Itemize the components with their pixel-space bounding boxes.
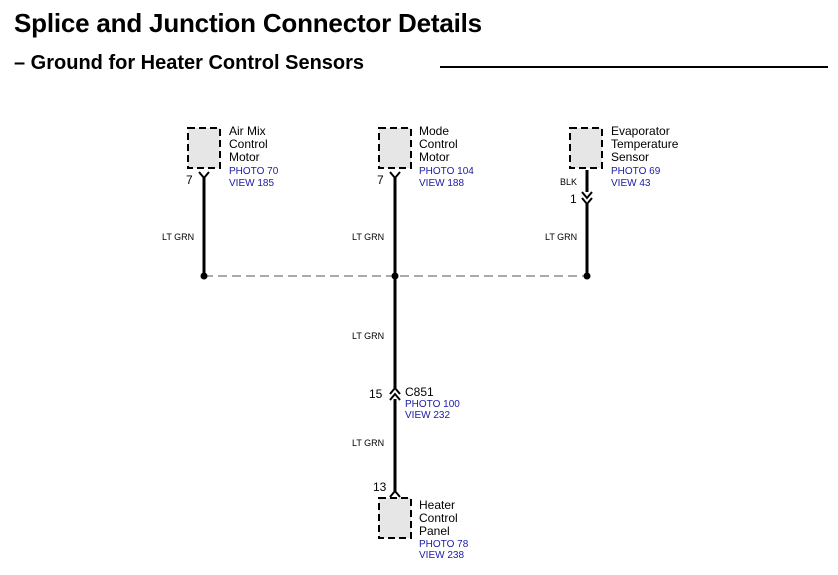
heater-panel-name-line-2: Control (419, 511, 458, 525)
evaporator-name-line-3: Sensor (611, 150, 650, 164)
heater-panel-photo-ref[interactable]: PHOTO 78 (419, 539, 469, 550)
c851-name: C851 (405, 385, 434, 399)
mode-connector-box (378, 127, 412, 169)
heater-panel-name: Heater Control Panel (419, 499, 458, 538)
mode-photo-ref[interactable]: PHOTO 104 (419, 166, 474, 177)
air-mix-name-line-1: Air Mix (229, 124, 266, 138)
c851-pin-number: 15 (369, 387, 383, 401)
heater-panel-view-ref[interactable]: VIEW 238 (419, 550, 465, 561)
mode-name-line-2: Control (419, 137, 458, 151)
splice-point-evaporator (583, 272, 591, 280)
splice-point-mode (391, 272, 399, 280)
evaporator-view-ref[interactable]: VIEW 43 (611, 178, 651, 189)
heater-panel-connector-box (378, 497, 412, 539)
c851-photo-ref[interactable]: PHOTO 100 (405, 399, 460, 410)
heater-panel-pin-number: 13 (373, 480, 387, 494)
page-subtitle: – Ground for Heater Control Sensors (14, 52, 365, 74)
evaporator-name-line-2: Temperature (611, 137, 679, 151)
air-mix-wire-color: LT GRN (162, 232, 195, 242)
air-mix-connector-box (187, 127, 221, 169)
air-mix-photo-ref[interactable]: PHOTO 70 (229, 166, 279, 177)
air-mix-name-line-2: Control (229, 137, 268, 151)
trunk-upper-wire-color: LT GRN (352, 331, 385, 341)
c851-pin-terminal (389, 386, 401, 401)
evaporator-wire-color: LT GRN (545, 232, 578, 242)
heater-panel-name-line-1: Heater (419, 498, 456, 512)
mode-name-line-3: Motor (419, 150, 450, 164)
heater-panel-name-line-3: Panel (419, 524, 450, 538)
header-rule (440, 66, 828, 68)
air-mix-name: Air Mix Control Motor (229, 125, 268, 164)
air-mix-name-line-3: Motor (229, 150, 260, 164)
air-mix-pin-number: 7 (186, 173, 193, 187)
splice-point-air-mix (200, 272, 208, 280)
c851-view-ref[interactable]: VIEW 232 (405, 410, 451, 421)
evaporator-pin-terminal (581, 191, 593, 206)
mode-name: Mode Control Motor (419, 125, 458, 164)
mode-pin-number: 7 (377, 173, 384, 187)
page-title: Splice and Junction Connector Details (14, 8, 482, 38)
mode-wire-color: LT GRN (352, 232, 385, 242)
evaporator-name-line-1: Evaporator (611, 124, 670, 138)
air-mix-view-ref[interactable]: VIEW 185 (229, 178, 275, 189)
evaporator-pin-number: 1 (570, 192, 577, 206)
mode-view-ref[interactable]: VIEW 188 (419, 178, 465, 189)
trunk-lower-wire-color: LT GRN (352, 438, 385, 448)
evaporator-name: Evaporator Temperature Sensor (611, 125, 678, 164)
evaporator-blk-label: BLK (560, 177, 578, 187)
evaporator-photo-ref[interactable]: PHOTO 69 (611, 166, 661, 177)
evaporator-connector-box (569, 127, 603, 169)
mode-name-line-1: Mode (419, 124, 450, 138)
